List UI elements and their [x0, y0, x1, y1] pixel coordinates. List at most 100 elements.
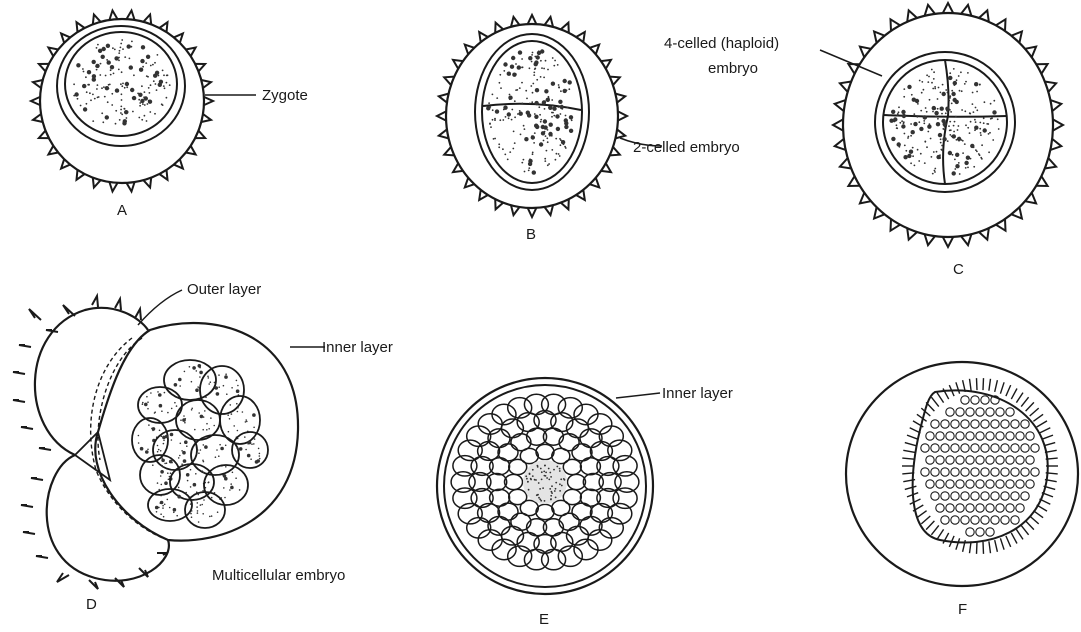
wall-spine — [204, 97, 213, 105]
embryo-cell — [946, 432, 954, 440]
cytoplasm-dot — [951, 135, 953, 137]
cytoplasm-dot — [180, 419, 182, 421]
embryo-cell — [996, 408, 1004, 416]
cytoplasm-dot — [105, 115, 109, 119]
cytoplasm-dot — [196, 506, 198, 508]
cytoplasm-dot — [199, 367, 201, 369]
cytoplasm-dot — [502, 119, 504, 121]
embryo-hair — [956, 538, 960, 549]
embryo-cell — [991, 420, 999, 428]
cytoplasm-dot — [163, 85, 165, 87]
embryo-cell — [926, 432, 934, 440]
cytoplasm-dot — [492, 119, 494, 121]
cytoplasm-dot — [511, 119, 513, 121]
cytoplasm-dot — [97, 97, 99, 99]
embryo-cell — [926, 456, 934, 464]
cytoplasm-dot — [498, 143, 500, 145]
cytoplasm-dot — [532, 475, 534, 477]
cytoplasm-dot — [537, 494, 539, 496]
cytoplasm-dot — [540, 119, 542, 121]
cytoplasm-dot — [492, 109, 494, 111]
cytoplasm-dot — [191, 409, 193, 411]
cytoplasm-dot — [160, 501, 164, 505]
cytoplasm-dot — [164, 463, 166, 465]
embryo-cell — [946, 504, 954, 512]
cytoplasm-dot — [184, 440, 188, 444]
cytoplasm-dot — [530, 85, 532, 87]
cytoplasm-dot — [937, 118, 939, 120]
cytoplasm-dot — [138, 442, 140, 444]
cytoplasm-dot — [524, 128, 526, 130]
cytoplasm-dot — [551, 116, 553, 118]
embryo-hair — [1011, 533, 1017, 544]
cytoplasm-dot — [113, 73, 115, 75]
cytoplasm-dot — [164, 392, 166, 394]
cytoplasm-dot — [925, 117, 927, 119]
cytoplasm-dot — [142, 402, 144, 404]
cytoplasm-dot — [194, 429, 196, 431]
cytoplasm-dot — [910, 162, 912, 164]
cytoplasm-dot — [133, 74, 135, 76]
embryo-hair — [970, 379, 972, 391]
cytoplasm-dot — [258, 448, 260, 450]
embryo-cell — [558, 546, 582, 566]
cytoplasm-dot — [903, 88, 905, 90]
cytoplasm-dot — [154, 113, 156, 115]
cytoplasm-dot — [231, 413, 233, 415]
cytoplasm-dot — [948, 125, 950, 127]
cytoplasm-dot — [981, 158, 983, 160]
cytoplasm-dot — [150, 65, 152, 67]
cytoplasm-dot — [891, 137, 895, 141]
embryo-cell — [1011, 492, 1019, 500]
cytoplasm-dot — [237, 411, 239, 413]
cytoplasm-dot — [82, 84, 86, 88]
cytoplasm-dot — [528, 167, 530, 169]
cytoplasm-dot — [161, 410, 163, 412]
cytoplasm-dot — [538, 482, 540, 484]
cytoplasm-dot — [230, 404, 232, 406]
cytoplasm-dot — [183, 459, 187, 463]
cytoplasm-dot — [182, 451, 186, 455]
cytoplasm-dot — [534, 132, 536, 134]
embryo-hair — [1016, 393, 1023, 403]
embryo-hair — [931, 525, 938, 534]
cytoplasm-dot — [973, 146, 975, 148]
wall-spine — [36, 556, 48, 558]
cytoplasm-dot — [519, 110, 521, 112]
cytoplasm-dot — [941, 145, 943, 147]
embryo-cell — [1026, 432, 1034, 440]
cytoplasm-dot — [970, 121, 972, 123]
cytoplasm-dot — [210, 381, 212, 383]
cytoplasm-dot — [525, 475, 527, 477]
cytoplasm-dot — [195, 388, 199, 392]
cytoplasm-dot — [551, 99, 553, 101]
cytoplasm-dot — [106, 44, 110, 48]
cytoplasm-dot — [126, 86, 128, 88]
cytoplasm-dot — [905, 150, 907, 152]
cytoplasm-dot — [927, 81, 929, 83]
cytoplasm-dot — [552, 57, 554, 59]
embryo-cell — [1011, 516, 1019, 524]
cytoplasm-dot — [954, 121, 956, 123]
cytoplasm-dot — [86, 91, 88, 93]
embryo-cell — [931, 444, 939, 452]
cytoplasm-dot — [548, 97, 550, 99]
embryo-hair — [1033, 511, 1043, 518]
cytoplasm-dot — [147, 103, 149, 105]
embryo-cell — [931, 492, 939, 500]
cytoplasm-dot — [515, 63, 517, 65]
embryo-hair — [995, 540, 998, 552]
embryo-cell — [981, 492, 989, 500]
cytoplasm-dot — [225, 466, 227, 468]
cytoplasm-dot — [954, 168, 956, 170]
embryo-cell — [1021, 468, 1029, 476]
embryo-cell — [1001, 444, 1009, 452]
cytoplasm-dot — [931, 82, 933, 84]
cytoplasm-dot — [932, 111, 934, 113]
cytoplasm-dot — [974, 119, 976, 121]
cytoplasm-dot — [949, 95, 951, 97]
cytoplasm-dot — [250, 458, 252, 460]
cytoplasm-dot — [198, 452, 200, 454]
cytoplasm-dot — [146, 75, 148, 77]
cytoplasm-dot — [531, 101, 533, 103]
